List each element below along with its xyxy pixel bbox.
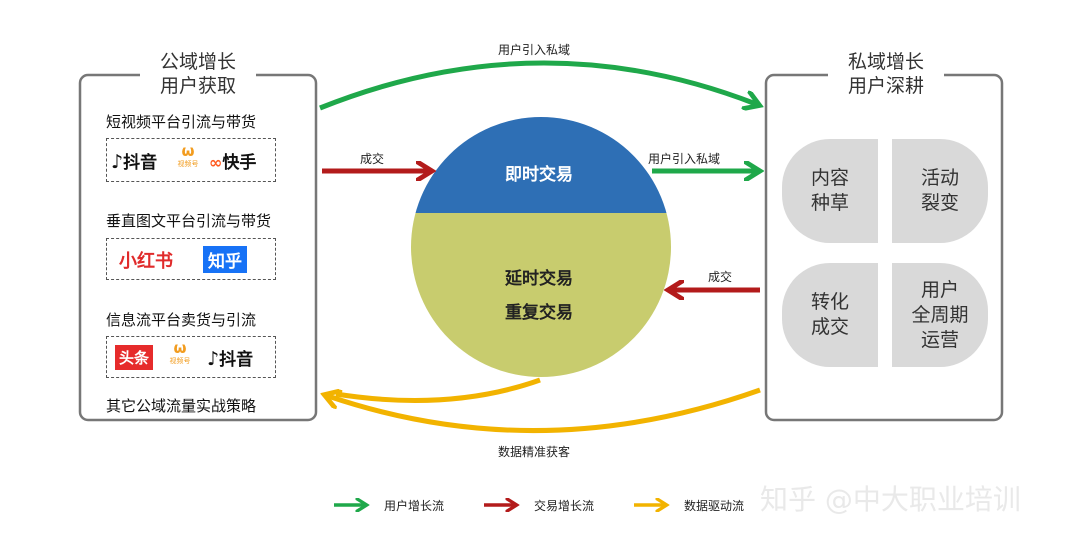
- bottom-arc-label: 数据精准获客: [498, 445, 571, 459]
- logo-box-feed: 头条 ω 视频号 ♪抖音: [106, 336, 276, 378]
- zhihu-logo: 知乎: [203, 246, 247, 273]
- channels-logo: ω 视频号: [173, 143, 203, 169]
- top-arc-arrow: [319, 60, 756, 108]
- tiktok-note-icon-2: ♪: [207, 348, 220, 370]
- pill-activity-fission: 活动裂变: [892, 139, 988, 243]
- xiaohongshu-logo: 小红书: [119, 251, 173, 272]
- circle-to-left-arrow: [335, 377, 541, 403]
- left-panel-title: 公域增长 用户获取: [140, 50, 256, 98]
- toutiao-logo: 头条: [115, 345, 154, 370]
- legend-transaction-growth: 交易增长流: [534, 499, 595, 513]
- left-to-circle-label: 成交: [360, 152, 385, 166]
- pill-conversion: 转化成交: [782, 263, 878, 367]
- channels-butterfly-icon: ω: [181, 142, 195, 160]
- bottom-arc-arrow: [328, 387, 761, 433]
- right-to-circle-label: 成交: [708, 270, 733, 284]
- right-panel-title: 私域增长 用户深耕: [828, 50, 944, 98]
- logo-box-short-video: ♪抖音 ω 视频号 ∞快手: [106, 138, 276, 182]
- transaction-circle: [411, 117, 671, 377]
- tiktok-note-icon: ♪: [111, 151, 124, 173]
- section-label-short-video: 短视频平台引流与带货: [106, 113, 257, 131]
- kuaishou-logo: ∞快手: [209, 153, 257, 173]
- circle-to-right-label: 用户引入私域: [648, 152, 721, 166]
- watermark: 知乎 @中大职业培训: [760, 483, 1021, 516]
- pill-content-seeding: 内容种草: [782, 139, 878, 243]
- logo-box-vertical: 小红书 知乎: [106, 238, 276, 280]
- circle-bottom-text-2: 重复交易: [505, 303, 573, 323]
- channels-butterfly-icon-2: ω: [173, 339, 187, 357]
- pill-lifecycle-ops: 用户全周期运营: [892, 263, 988, 367]
- douyin-logo-2: ♪抖音: [207, 348, 254, 370]
- channels-logo-2: ω 视频号: [165, 340, 195, 366]
- left-panel-footer: 其它公域流量实战策略: [106, 397, 257, 415]
- section-label-vertical: 垂直图文平台引流与带货: [106, 212, 272, 230]
- legend-user-growth: 用户增长流: [384, 499, 445, 513]
- kuaishou-icon: ∞: [209, 153, 223, 172]
- right-panel-frame: [764, 73, 1004, 422]
- legend-data-driven: 数据驱动流: [684, 499, 745, 513]
- douyin-logo: ♪抖音: [111, 151, 158, 173]
- circle-bottom-text-1: 延时交易: [505, 269, 573, 289]
- section-label-feed: 信息流平台卖货与引流: [106, 311, 257, 329]
- top-arc-label: 用户引入私域: [498, 43, 571, 57]
- circle-top-text: 即时交易: [505, 165, 573, 185]
